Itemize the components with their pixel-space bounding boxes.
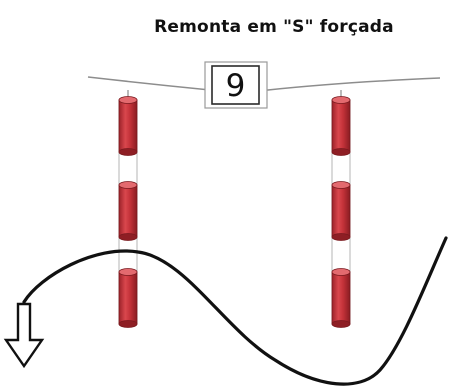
gate-number-box: 9 bbox=[204, 61, 268, 109]
overhead-rope bbox=[87, 76, 441, 91]
pole-segment-cap bbox=[331, 148, 351, 156]
left-pole bbox=[118, 90, 138, 328]
pole-red-segment bbox=[331, 271, 351, 325]
pole-segment-cap bbox=[118, 148, 138, 156]
pole-segment-cap bbox=[331, 181, 351, 189]
pole-red-segment bbox=[331, 184, 351, 238]
down-arrow-icon bbox=[3, 302, 45, 369]
gate-number: 9 bbox=[226, 68, 246, 104]
pole-segment-cap bbox=[331, 233, 351, 241]
pole-segment-cap bbox=[118, 181, 138, 189]
pole-segment-cap bbox=[331, 96, 351, 104]
pole-red-segment bbox=[331, 99, 351, 153]
pole-red-segment bbox=[118, 271, 138, 325]
pole-segment-cap bbox=[331, 268, 351, 276]
course-line bbox=[22, 236, 448, 386]
pole-red-segment bbox=[118, 99, 138, 153]
pole-segment-cap bbox=[118, 96, 138, 104]
diagram-title: Remonta em "S" forçada bbox=[154, 17, 394, 37]
pole-segment-cap bbox=[118, 268, 138, 276]
pole-segment-cap bbox=[118, 233, 138, 241]
pole-segment-cap bbox=[118, 320, 138, 328]
pole-segment-cap bbox=[331, 320, 351, 328]
right-pole bbox=[331, 90, 351, 328]
pole-red-segment bbox=[118, 184, 138, 238]
